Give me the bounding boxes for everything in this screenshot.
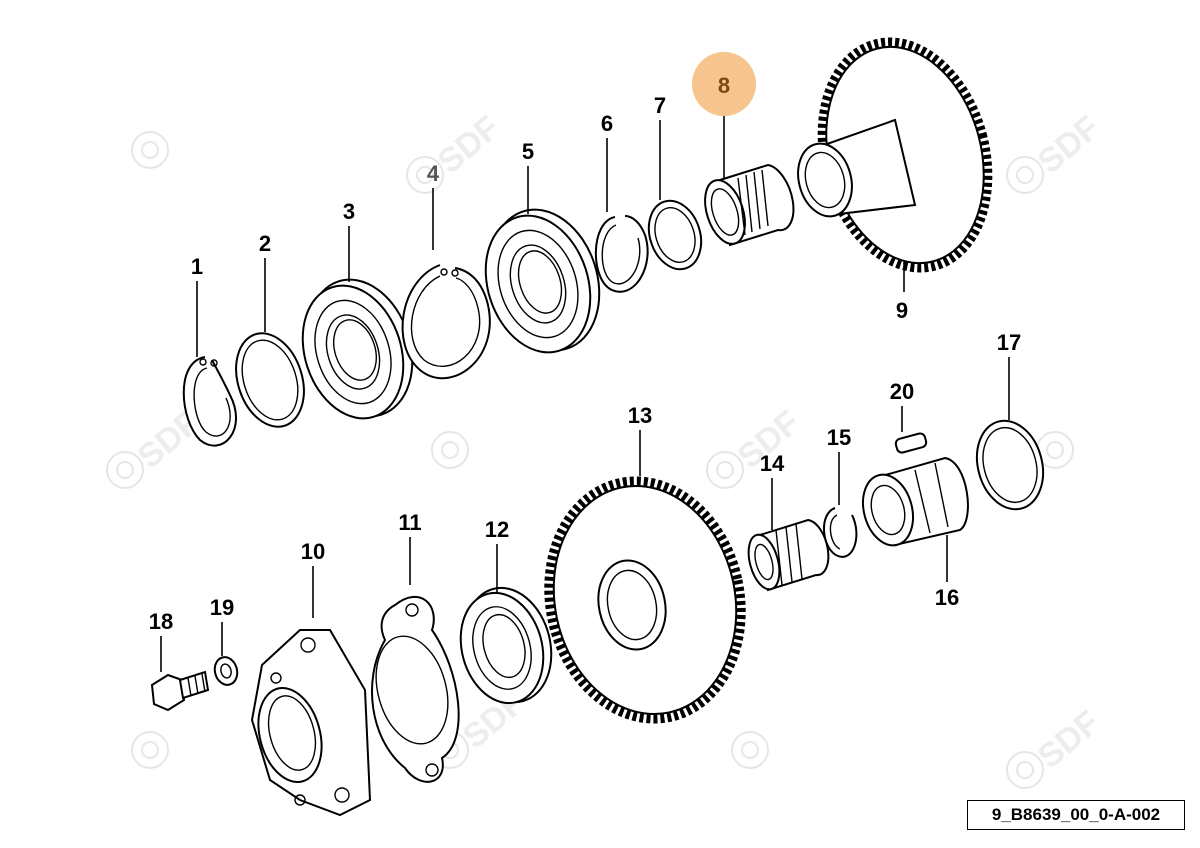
part-5-ball-bearing[interactable] [469,195,617,366]
part-15-snap-ring[interactable] [822,507,858,558]
part-label[interactable]: 6 [601,111,613,136]
highlight-marker [692,52,756,116]
part-label[interactable]: 15 [827,425,851,450]
watermark-logo-icon [106,451,144,489]
part-8-needle-bearing[interactable] [698,163,795,249]
part-18-bolt[interactable] [150,670,210,712]
diagram-reference-code: 9_B8639_00_0-A-002 [967,800,1185,830]
part-label-highlighted[interactable]: 8 [718,73,730,98]
part-6-snap-ring[interactable] [594,215,649,293]
watermark-logo-icon [1006,156,1044,194]
part-20-key[interactable] [894,432,928,454]
part-9-gear-with-hub[interactable] [790,23,1012,287]
part-label[interactable]: 19 [210,595,234,620]
part-label[interactable]: 2 [259,231,271,256]
part-19-washer[interactable] [212,655,240,688]
part-2-ring[interactable] [225,324,316,435]
part-label[interactable]: 9 [896,298,908,323]
watermark-logo-icon [731,731,769,769]
part-16-splined-hub[interactable] [856,456,969,551]
part-17-ring[interactable] [967,413,1052,516]
part-7-ring[interactable] [640,194,709,276]
part-label[interactable]: 18 [149,609,173,634]
part-label[interactable]: 10 [301,539,325,564]
part-1-circlip[interactable] [182,356,237,447]
part-label[interactable]: 14 [760,451,785,476]
part-11-gasket[interactable] [365,595,460,783]
part-label[interactable]: 4 [427,161,440,186]
part-label[interactable]: 20 [890,379,914,404]
part-label[interactable]: 12 [485,517,509,542]
part-13-gear[interactable] [527,463,763,737]
part-4-circlip[interactable] [401,264,491,380]
part-labels: 1 2 3 4 5 6 7 8 9 10 11 12 13 14 15 16 1… [149,73,1021,634]
part-label[interactable]: 5 [522,139,534,164]
part-label[interactable]: 1 [191,254,203,279]
part-label[interactable]: 3 [343,199,355,224]
part-label[interactable]: 16 [935,585,959,610]
part-3-roller-bearing[interactable] [286,266,429,432]
part-label[interactable]: 11 [398,510,421,535]
watermark-logo-icon [706,451,744,489]
part-label[interactable]: 13 [628,403,652,428]
watermark-logo-icon [131,731,169,769]
part-12-bearing[interactable] [449,578,564,712]
part-label[interactable]: 17 [997,330,1021,355]
leader-lines [160,104,1010,672]
part-label[interactable]: 7 [654,93,666,118]
watermark-logo-icon [1006,751,1044,789]
part-14-needle-bearing[interactable] [743,518,830,593]
watermark-logo-icon [431,431,469,469]
part-10-flange-housing[interactable] [249,629,372,817]
watermark-logo-icon [406,156,444,194]
watermark-logo-icon [131,131,169,169]
